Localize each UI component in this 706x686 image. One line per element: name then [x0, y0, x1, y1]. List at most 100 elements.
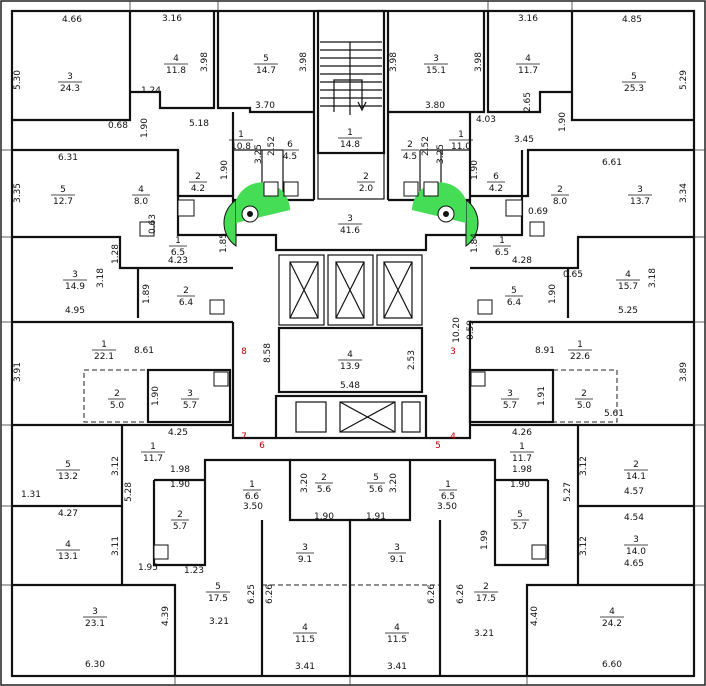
room-r18: 313.7 [628, 185, 652, 207]
room-number: 4 [394, 623, 400, 633]
room-r23: 26.4 [177, 286, 195, 308]
room-number: 2 [581, 389, 587, 399]
room-r32: 25.0 [575, 389, 593, 411]
room-number: 2 [195, 172, 201, 182]
room-area: 13.2 [58, 472, 78, 482]
dimension-label: 3.98 [474, 52, 484, 72]
dimension-label: 3.12 [111, 456, 121, 476]
room-number: 5 [517, 510, 523, 520]
room-number: 2 [177, 510, 183, 520]
room-area: 5.7 [173, 522, 187, 532]
dimension-label: 3.98 [389, 52, 399, 72]
room-number: 3 [637, 185, 643, 195]
room-area: 11.5 [295, 635, 315, 645]
dimension-label: 3.20 [300, 473, 310, 493]
room-area: 9.1 [298, 555, 312, 565]
room-r49: 323.1 [83, 607, 107, 629]
dimension-label: 1.98 [170, 465, 190, 475]
room-area: 5.0 [110, 401, 125, 411]
room-r20: 16.5 [169, 236, 187, 258]
room-area: 5.0 [577, 401, 592, 411]
dimension-label: 5.48 [340, 381, 360, 391]
dimension-label: 3.18 [648, 268, 658, 288]
room-r39: 55.6 [367, 473, 385, 495]
dimension-label: 4.40 [530, 606, 540, 626]
room-r35: 111.7 [510, 442, 534, 464]
dimension-label: 3.20 [389, 473, 399, 493]
room-area: 8.0 [553, 197, 568, 207]
room-area: 14.7 [256, 66, 276, 76]
room-r2: 411.8 [164, 54, 188, 76]
room-number: 3 [394, 543, 400, 553]
fixtures [139, 181, 547, 560]
dimension-label: 5.18 [189, 119, 209, 129]
room-r5: 411.7 [516, 54, 540, 76]
dimension-label: 0.68 [108, 121, 128, 131]
dimension-label: 3.91 [13, 362, 23, 382]
dimension-label: 4.28 [512, 256, 532, 266]
room-area: 13.7 [630, 197, 650, 207]
room-r31: 35.7 [501, 389, 519, 411]
room-r47: 517.5 [206, 582, 230, 604]
room-number: 5 [65, 460, 71, 470]
dimension-label: 3.50 [243, 502, 263, 512]
room-r9: 114.8 [338, 128, 362, 150]
room-number: 5 [631, 72, 637, 82]
dimension-label: 10.20 [452, 317, 462, 343]
dimension-label: 6.61 [602, 158, 622, 168]
room-number: 1 [238, 130, 244, 140]
dimension-label: 1.84 [470, 233, 480, 253]
dimension-label: 3.98 [200, 52, 210, 72]
dimension-label: 3.11 [111, 536, 121, 556]
room-number: 2 [633, 460, 639, 470]
dimension-label: 0.59 [466, 320, 476, 340]
room-area: 10.8 [231, 142, 251, 152]
room-area: 25.3 [624, 84, 644, 94]
room-area: 5.7 [513, 522, 527, 532]
dimension-label: 3.12 [579, 456, 589, 476]
dimension-label: 4.26 [512, 428, 532, 438]
dimension-label: 1.91 [537, 386, 547, 406]
dimension-label: 3.98 [299, 52, 309, 72]
lift-block [231, 233, 472, 440]
dimension-label: 4.25 [168, 428, 188, 438]
dimension-label: 3.18 [96, 268, 106, 288]
room-number: 3 [347, 214, 353, 224]
room-area: 6.4 [507, 298, 522, 308]
dimension-label: 8.58 [263, 343, 273, 363]
room-r24: 56.4 [505, 286, 523, 308]
room-area: 24.3 [60, 84, 80, 94]
dimension-label: 4.23 [168, 256, 188, 266]
room-area: 4.2 [489, 184, 503, 194]
room-number: 3 [507, 389, 513, 399]
room-r50: 411.5 [293, 623, 317, 645]
room-area: 41.6 [340, 226, 360, 236]
room-number: 6 [493, 172, 499, 182]
room-area: 15.7 [618, 282, 638, 292]
dimension-label: 3.16 [162, 14, 182, 24]
dimension-label: 1.90 [220, 160, 230, 180]
room-r22: 314.9 [63, 270, 87, 292]
room-r48: 217.5 [474, 582, 498, 604]
room-number: 4 [347, 350, 353, 360]
dimension-label: 1.99 [480, 530, 490, 550]
dimension-label: 1.23 [184, 566, 204, 576]
room-r42: 55.7 [511, 510, 529, 532]
room-number: 1 [347, 128, 353, 138]
dimension-label: 0.65 [563, 270, 583, 280]
dimension-label: 2.52 [267, 136, 277, 156]
dimension-label: 2.52 [421, 136, 431, 156]
dimension-label: 1.90 [140, 118, 150, 138]
room-area: 8.0 [134, 197, 149, 207]
room-area: 14.0 [626, 547, 646, 557]
room-r46: 314.0 [624, 535, 648, 557]
room-number: 3 [433, 54, 439, 64]
dimension-label: 5.30 [13, 70, 23, 90]
room-area: 11.7 [512, 454, 532, 464]
dimension-label: 4.39 [161, 606, 171, 626]
dimension-label: 4.54 [624, 513, 644, 523]
dimension-label: 1.90 [558, 112, 568, 132]
dimension-label: 4.85 [622, 15, 642, 25]
